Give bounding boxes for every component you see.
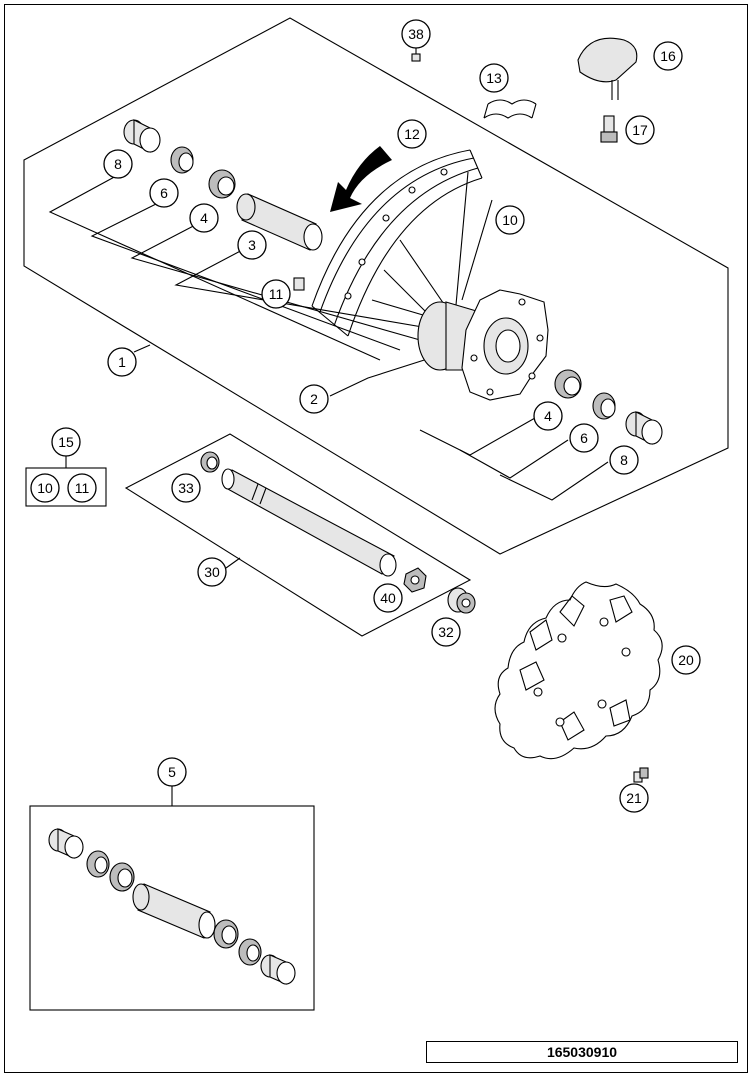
svg-text:11: 11 bbox=[269, 286, 284, 302]
svg-text:2: 2 bbox=[310, 391, 318, 407]
callout-4-left: 4 bbox=[189, 203, 219, 233]
svg-text:6: 6 bbox=[160, 185, 168, 201]
valve-11 bbox=[293, 277, 305, 291]
valve-cap-38 bbox=[411, 53, 421, 62]
wheel-stand-16 bbox=[577, 37, 638, 100]
svg-text:4: 4 bbox=[544, 408, 552, 424]
drawing-number: 165030910 bbox=[426, 1041, 738, 1063]
left-bearing-4 bbox=[208, 169, 236, 199]
svg-text:5: 5 bbox=[168, 764, 176, 780]
svg-text:10: 10 bbox=[37, 480, 53, 496]
left-seal-6 bbox=[170, 146, 194, 174]
wheel-hub bbox=[417, 289, 549, 401]
callout-11: 11 bbox=[261, 279, 291, 309]
callout-6-right: 6 bbox=[569, 423, 599, 453]
callout-8-right: 8 bbox=[609, 445, 639, 475]
svg-text:13: 13 bbox=[486, 70, 502, 86]
callout-30: 30 bbox=[197, 557, 227, 587]
callout-10: 10 bbox=[495, 205, 525, 235]
axle-collar-32 bbox=[447, 587, 476, 614]
callout-20: 20 bbox=[671, 645, 701, 675]
axle-30 bbox=[221, 468, 397, 577]
left-leader-lines bbox=[48, 174, 441, 397]
callout-3: 3 bbox=[237, 230, 267, 260]
callout-10-kit: 10 bbox=[30, 473, 60, 503]
svg-text:8: 8 bbox=[620, 452, 628, 468]
callout-21: 21 bbox=[619, 783, 649, 813]
axle-ring-33 bbox=[200, 451, 220, 473]
callout-4-right: 4 bbox=[533, 401, 563, 431]
svg-text:20: 20 bbox=[678, 652, 694, 668]
svg-text:6: 6 bbox=[580, 430, 588, 446]
callout-8-left: 8 bbox=[103, 149, 133, 179]
svg-text:3: 3 bbox=[248, 237, 256, 253]
spacer-tube-3 bbox=[236, 193, 323, 251]
left-spacer-8 bbox=[123, 119, 161, 153]
svg-text:33: 33 bbox=[178, 480, 194, 496]
callout-13: 13 bbox=[479, 63, 509, 93]
wheel-assembly-outline bbox=[23, 17, 729, 555]
right-seal-6 bbox=[592, 392, 616, 420]
right-bearing-4 bbox=[554, 369, 582, 399]
svg-text:15: 15 bbox=[58, 434, 74, 450]
svg-text:21: 21 bbox=[626, 790, 642, 806]
callout-40: 40 bbox=[373, 583, 403, 613]
axle-group-outline bbox=[124, 433, 472, 637]
svg-text:1: 1 bbox=[118, 354, 126, 370]
callout-38: 38 bbox=[401, 19, 431, 49]
svg-text:30: 30 bbox=[204, 564, 220, 580]
svg-text:32: 32 bbox=[438, 624, 454, 640]
rim-band-13 bbox=[483, 99, 537, 119]
svg-text:38: 38 bbox=[408, 26, 424, 42]
brake-disc-20 bbox=[494, 581, 663, 760]
disc-screw-21 bbox=[633, 767, 649, 783]
svg-text:17: 17 bbox=[632, 122, 648, 138]
svg-text:4: 4 bbox=[200, 210, 208, 226]
callout-15: 15 bbox=[51, 427, 81, 457]
svg-text:40: 40 bbox=[380, 590, 396, 606]
callout-12: 12 bbox=[397, 119, 427, 149]
callout-11-kit: 11 bbox=[67, 473, 97, 503]
callout-2: 2 bbox=[299, 384, 329, 414]
callout-6-left: 6 bbox=[149, 178, 179, 208]
wheel-rim-2 bbox=[311, 149, 483, 337]
callout-17: 17 bbox=[625, 115, 655, 145]
right-spacer-8 bbox=[625, 411, 663, 445]
screw-17 bbox=[600, 115, 618, 143]
callout-33: 33 bbox=[171, 473, 201, 503]
rotation-arrow bbox=[330, 146, 392, 212]
svg-text:16: 16 bbox=[660, 48, 676, 64]
callout-16: 16 bbox=[653, 41, 683, 71]
callout-32: 32 bbox=[431, 617, 461, 647]
right-leader-lines bbox=[419, 417, 609, 501]
callout-5: 5 bbox=[157, 757, 187, 787]
kit-5-parts bbox=[48, 828, 296, 985]
svg-text:8: 8 bbox=[114, 156, 122, 172]
svg-text:12: 12 bbox=[404, 126, 420, 142]
axle-nut-40 bbox=[403, 567, 427, 593]
svg-text:11: 11 bbox=[75, 480, 90, 496]
svg-text:10: 10 bbox=[502, 212, 518, 228]
callout-1: 1 bbox=[107, 347, 137, 377]
